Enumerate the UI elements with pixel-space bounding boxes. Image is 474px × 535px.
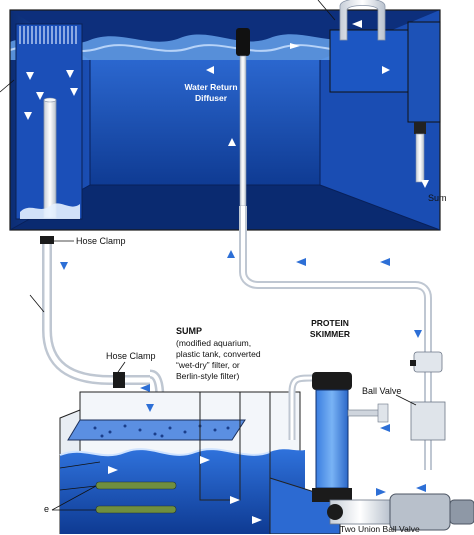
- hose-clamp-mid-label: Hose Clamp: [106, 351, 156, 361]
- bottom-partial-label: Two Union Ball Valve: [340, 524, 420, 534]
- protein-skimmer-label: PROTEIN SKIMMER: [309, 318, 351, 339]
- protein-skimmer: [288, 372, 389, 502]
- main-tank: [9, 0, 441, 231]
- hose-clamp-mid-icon: [113, 372, 125, 388]
- heater-icon: [95, 505, 177, 514]
- filter-tray: [67, 419, 246, 441]
- heater-icon: [95, 481, 177, 490]
- tank-floor: [10, 185, 440, 230]
- sump-description: (modified aquarium, plastic tank, conver…: [176, 338, 261, 381]
- hose-clamp-top-icon: [40, 236, 54, 244]
- sump-partial-label: Sum: [428, 193, 447, 203]
- flow-arrows-white: [24, 20, 429, 524]
- overflow-box: [15, 23, 83, 220]
- return-pump: [327, 493, 474, 531]
- tank-back-wall: [90, 60, 320, 185]
- water-return-diffuser-label: Water Return Diffuser: [184, 82, 238, 103]
- hang-on-box: [329, 0, 441, 183]
- ball-valve-icon: [410, 351, 446, 441]
- leader-lines: [0, 0, 417, 511]
- sump-water: [60, 449, 305, 534]
- ball-valve-label: Ball Valve: [362, 386, 402, 396]
- flow-arrows-blue: [60, 250, 426, 496]
- sump-title: SUMP: [176, 326, 203, 336]
- hose-clamp-top-label: Hose Clamp: [76, 236, 126, 246]
- e-partial-label: e: [44, 504, 50, 514]
- sump: [59, 391, 341, 534]
